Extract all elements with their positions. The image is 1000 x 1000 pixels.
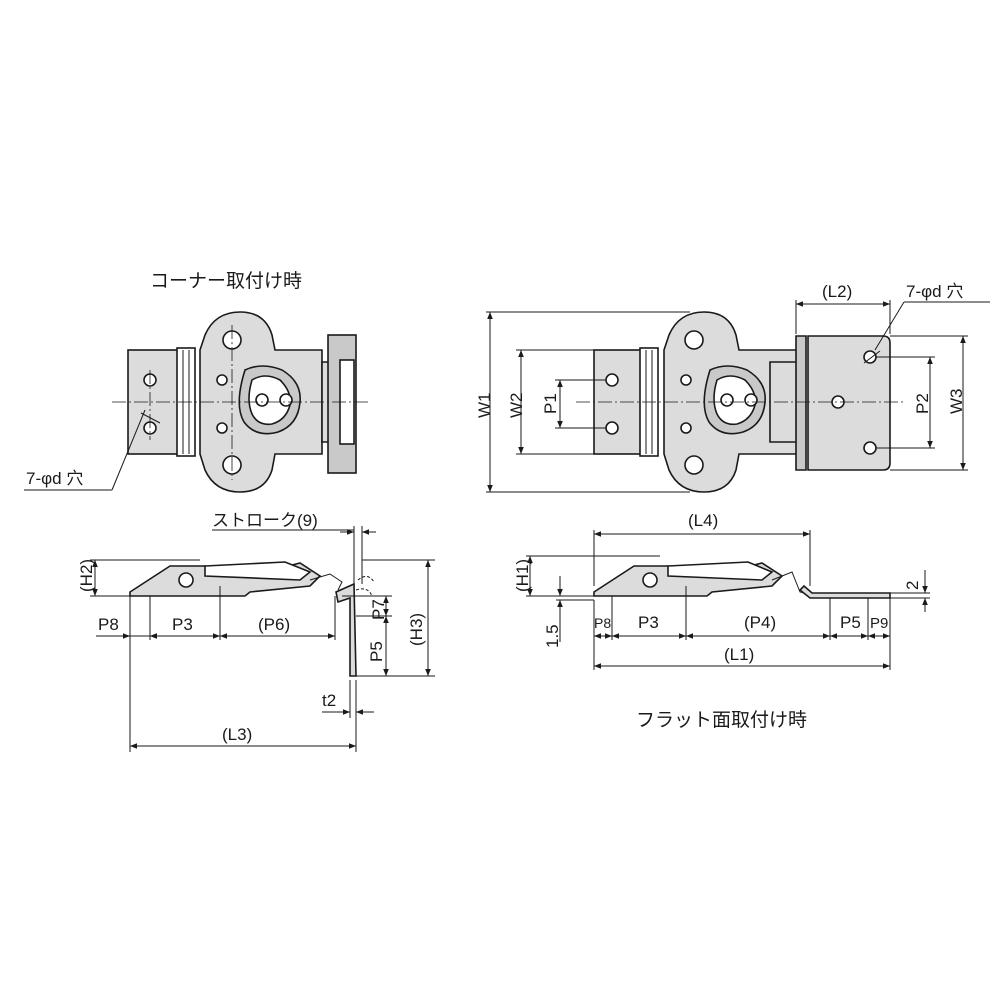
dim-l2: (L2) xyxy=(822,282,852,301)
title-corner-mount: コーナー取付け時 xyxy=(150,270,302,292)
dim-flat-l1: (L1) xyxy=(724,645,754,664)
dim-flat-p3: P3 xyxy=(638,613,659,632)
dim-p2: P2 xyxy=(913,393,932,414)
dim-p1: P1 xyxy=(541,393,560,414)
dim-h2: (H2) xyxy=(77,559,96,592)
dim-corner-p8: P8 xyxy=(98,615,119,634)
dim-stroke: ストローク(9) xyxy=(212,511,318,530)
flat-plan-dimensions: (L2) W1 W2 P1 P2 W3 xyxy=(475,282,968,493)
corner-side-dimensions: ストローク(9) (H2) P8 P3 (P6) P7 P5 (H3) xyxy=(77,511,435,752)
dim-flat-p9: P9 xyxy=(870,615,888,632)
dim-flat-l4: (L4) xyxy=(688,511,718,530)
flat-side-view xyxy=(593,561,891,599)
callout-holes-left-label: 7-φd 穴 xyxy=(26,469,83,488)
corner-plan-view xyxy=(112,311,370,493)
dim-flat-p8: P8 xyxy=(594,615,611,631)
dim-w1: W1 xyxy=(475,393,494,419)
dim-corner-p6: (P6) xyxy=(258,615,290,634)
dim-corner-p7: P7 xyxy=(369,599,388,620)
dim-corner-p3: P3 xyxy=(172,615,193,634)
callout-holes-left: 7-φd 穴 xyxy=(24,409,161,491)
callout-holes-right-label: 7-φd 穴 xyxy=(906,282,963,301)
dim-corner-p5: P5 xyxy=(367,641,386,662)
corner-side-view xyxy=(129,561,375,677)
flat-plan-view xyxy=(576,311,905,493)
dim-flat-p5: P5 xyxy=(840,613,861,632)
dim-flat-1-5: 1.5 xyxy=(543,624,562,648)
dim-w2: W2 xyxy=(507,393,526,419)
dim-flat-p4: (P4) xyxy=(744,613,776,632)
dim-corner-l3: (L3) xyxy=(222,725,252,744)
dim-w3: W3 xyxy=(947,389,966,415)
dim-flat-h1: (H1) xyxy=(513,559,532,592)
flat-side-dimensions: (L4) (H1) 1.5 2 P8 P3 (P4) P5 P9 xyxy=(513,511,930,670)
dim-corner-t2: t2 xyxy=(322,691,336,710)
dim-corner-h3: (H3) xyxy=(407,613,426,646)
dim-flat-2: 2 xyxy=(903,581,922,590)
title-flat-mount: フラット面取付け時 xyxy=(636,709,807,731)
